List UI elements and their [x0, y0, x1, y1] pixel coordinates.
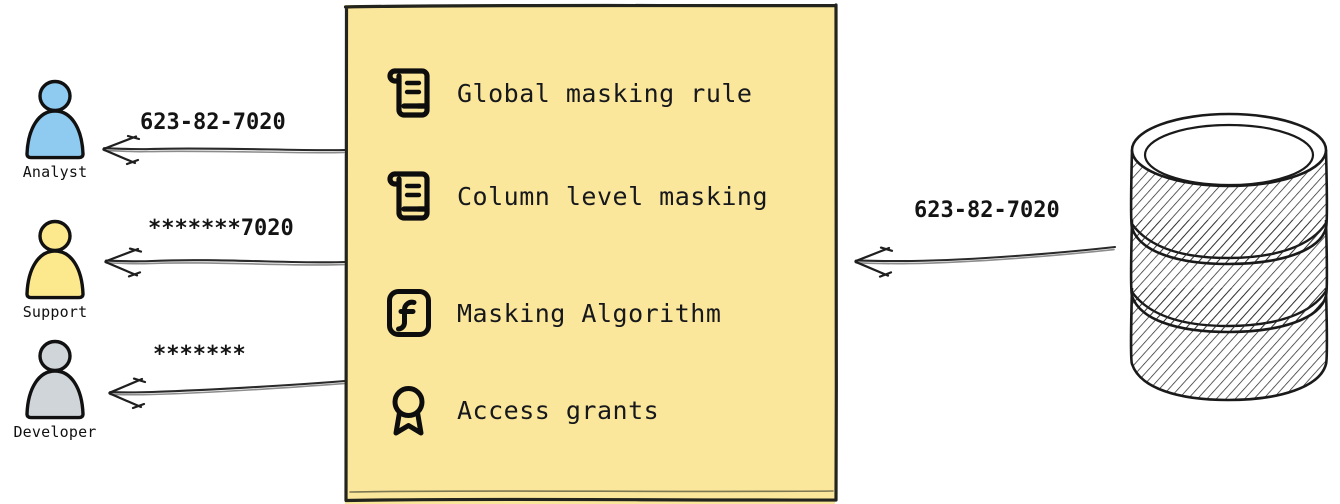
arrow-to-support	[104, 247, 347, 278]
award-ribbon-icon	[392, 386, 425, 436]
arrow-db-to-panel	[854, 245, 1117, 278]
actor-developer[interactable]: Developer	[0, 338, 110, 440]
policy-item-label: Global masking rule	[457, 78, 753, 108]
actor-label: Analyst	[22, 163, 88, 181]
arrow-to-developer	[108, 377, 347, 410]
policy-item-masking-algorithm[interactable]: Masking Algorithm	[383, 282, 721, 344]
policy-item-column-level-masking[interactable]: Column level masking	[383, 165, 768, 227]
policy-item-global-masking-rule[interactable]: Global masking rule	[383, 62, 752, 124]
arrow-to-analyst	[102, 134, 347, 166]
function-box-icon	[387, 289, 431, 337]
actor-analyst[interactable]: Analyst	[0, 78, 110, 180]
arrow-label-support: *******7020	[148, 216, 294, 241]
arrow-label-database: 623-82-7020	[914, 198, 1060, 223]
person-icon	[25, 219, 85, 300]
person-icon	[25, 339, 85, 420]
actor-label: Developer	[13, 423, 97, 441]
policy-item-label: Access grants	[457, 395, 660, 425]
policy-item-label: Column level masking	[457, 181, 769, 211]
policy-item-label: Masking Algorithm	[457, 298, 722, 328]
actor-support[interactable]: Support	[0, 218, 110, 320]
policy-item-access-grants[interactable]: Access grants	[383, 379, 659, 441]
arrow-label-analyst: 623-82-7020	[140, 110, 286, 135]
policy-item-list: Global masking rule Column level masking…	[345, 5, 835, 504]
arrow-label-developer: *******	[153, 342, 246, 367]
scroll-icon	[387, 171, 430, 221]
actor-label: Support	[22, 303, 88, 321]
database-cylinder-icon[interactable]	[1118, 110, 1340, 402]
scroll-icon	[387, 68, 430, 118]
person-icon	[25, 79, 85, 160]
